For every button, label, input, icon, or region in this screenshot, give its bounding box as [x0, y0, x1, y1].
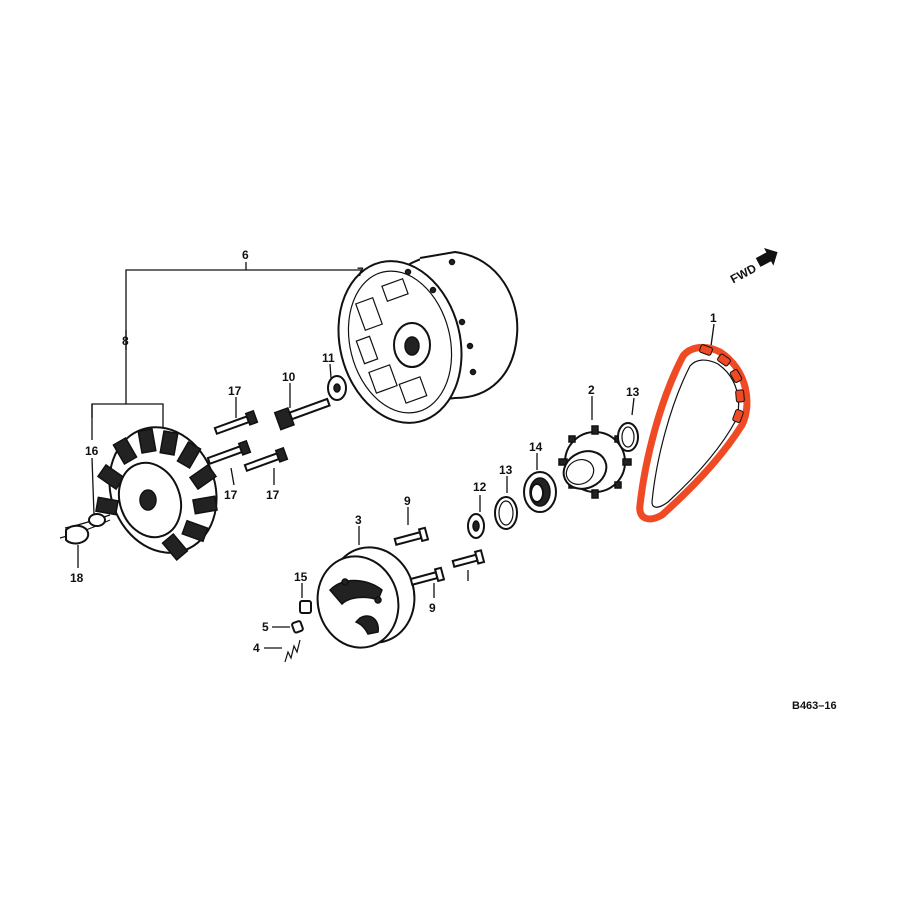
stator-bolts	[206, 409, 289, 473]
label-part-9a: 9	[404, 494, 411, 508]
forward-direction-arrow: FWD	[728, 248, 778, 286]
gear-washers-bearing	[467, 471, 557, 539]
label-part-17c: 17	[266, 488, 280, 502]
flywheel-rotor	[337, 250, 519, 424]
label-part-16: 16	[85, 444, 99, 458]
label-part-18: 18	[70, 571, 84, 585]
diagram-code: B463–16	[792, 700, 837, 712]
starter-clutch	[316, 546, 416, 649]
label-part-8: 8	[122, 334, 129, 348]
part-number-labels: 1 2 3 4 5 6 7 8 9 9 10 11 12 13 13 14 15…	[70, 248, 717, 655]
label-part-1: 1	[710, 311, 717, 325]
rotor-bolt-and-washer	[273, 375, 347, 431]
label-part-13b: 13	[499, 463, 513, 477]
clutch-bolts	[393, 526, 486, 587]
label-part-13a: 13	[626, 385, 640, 399]
label-part-7: 7	[357, 265, 364, 279]
starter-driven-gear	[558, 425, 632, 499]
circlip-upper	[617, 422, 639, 452]
grommet-and-clip	[65, 513, 106, 545]
clutch-roller-spring	[284, 600, 312, 663]
label-part-15: 15	[294, 570, 308, 584]
label-part-9b: 9	[429, 601, 436, 615]
label-part-14: 14	[529, 440, 543, 454]
label-part-10: 10	[282, 370, 296, 384]
label-part-17b: 17	[224, 488, 238, 502]
label-part-5: 5	[262, 620, 269, 634]
leader-lines	[77, 262, 715, 649]
label-part-12: 12	[473, 480, 487, 494]
label-part-2: 2	[588, 383, 595, 397]
label-part-17a: 17	[228, 384, 242, 398]
label-part-4: 4	[253, 641, 260, 655]
label-part-11: 11	[322, 351, 335, 365]
label-part-6: 6	[242, 248, 249, 262]
starter-chain-highlighted	[636, 343, 751, 523]
stator-coil	[59, 426, 218, 561]
label-part-3: 3	[355, 513, 362, 527]
fwd-label: FWD	[728, 261, 759, 286]
